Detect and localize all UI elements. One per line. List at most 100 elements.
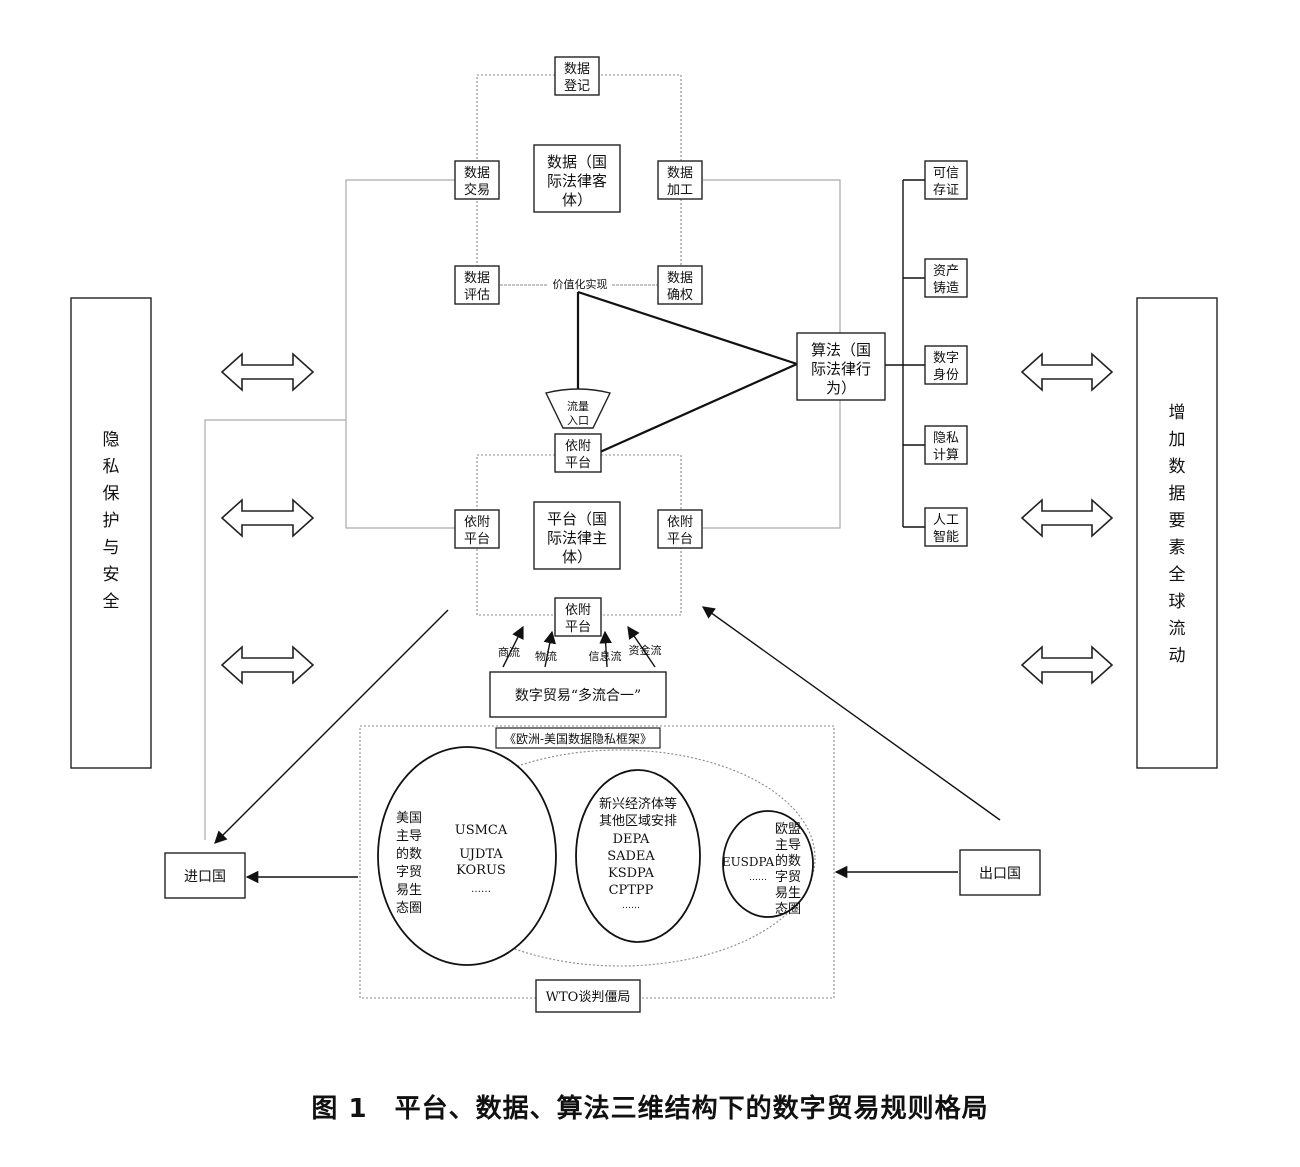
traffic-entry: 流量 入口 (544, 388, 612, 429)
algorithm-center: 算法（国 际法律行 为） (796, 332, 886, 401)
global-data-flow-panel: 增 加 数 据 要 素 全 球 流 动 (1136, 297, 1218, 769)
platform-left-line-2: 平台 (464, 532, 490, 547)
flow-char-4: 据 (1169, 484, 1186, 504)
eu-label-4: 字贸 (775, 870, 801, 885)
us-agreement-usmca: USMCA (455, 823, 508, 838)
data-rights-node: 数据 确权 (657, 265, 703, 305)
value-realization-label: 价值化实现 (548, 277, 612, 291)
platform-right-line-2: 平台 (667, 532, 693, 547)
eu-label-2: 主导 (775, 838, 801, 853)
platform-bottom-line-1: 依附 (565, 603, 591, 618)
wto-label-text: WTO谈判僵局 (546, 990, 631, 1005)
us-label-1: 美国 (396, 811, 422, 826)
algorithm-line-2: 际法律行 (811, 360, 871, 378)
importer-box: 进口国 (164, 852, 246, 899)
multi-flow-text: 数字贸易“多流合一” (515, 687, 641, 704)
eu-ecosystem: EUSDPA …… 欧盟 主导 的数 字贸 易生 态圈 (722, 810, 814, 918)
data-object-line-2: 际法律客 (547, 172, 607, 190)
eu-label-3: 的数 (775, 853, 801, 869)
privacy-computing-node: 隐私 计算 (924, 425, 968, 465)
data-processing-line-2: 加工 (667, 183, 693, 198)
flow-label-logistics: 物流 (535, 649, 557, 663)
us-ecosystem: 美国 主导 的数 字贸 易生 态圈 USMCA UJDTA KORUS …… (377, 746, 557, 966)
privacy-char-7: 全 (103, 592, 120, 612)
algorithm-line-1: 算法（国 (811, 341, 871, 359)
data-evaluation-node: 数据 评估 (454, 265, 500, 305)
multi-flow-box: 数字贸易“多流合一” (489, 671, 667, 718)
asset-minting-line-1: 资产 (933, 264, 959, 279)
framework-label-text: 《欧洲-美国数据隐私框架》 (504, 731, 652, 746)
privacy-char-3: 保 (103, 484, 120, 504)
privacy-computing-line-2: 计算 (933, 448, 959, 463)
eu-agreement-more: …… (749, 873, 767, 883)
eu-agreement-eusdpa: EUSDPA (722, 855, 775, 869)
us-label-4: 字贸 (396, 865, 422, 880)
platform-top-node: 依附 平台 (554, 433, 602, 473)
eu-label-1: 欧盟 (775, 822, 801, 837)
us-agreement-ujdta: UJDTA (459, 847, 503, 862)
double-arrows (220, 352, 1114, 685)
ai-line-1: 人工 (933, 513, 959, 528)
platform-left-line-1: 依附 (464, 515, 490, 530)
flow-arrows (502, 625, 656, 668)
traffic-entry-line-1: 流量 (567, 399, 589, 413)
algorithm-branch-tree (885, 179, 925, 528)
data-processing-line-1: 数据 (667, 166, 693, 181)
data-evaluation-line-2: 评估 (464, 288, 490, 303)
privacy-char-2: 私 (103, 457, 120, 477)
double-arrow-left-1 (220, 352, 315, 392)
flow-char-7: 全 (1169, 565, 1186, 585)
arrow-to-importer (214, 609, 449, 844)
platform-top-line-1: 依附 (565, 439, 591, 454)
trusted-evidence-node: 可信 存证 (924, 160, 968, 200)
digital-identity-line-2: 身份 (933, 367, 959, 383)
double-arrow-right-1 (1020, 352, 1114, 392)
digital-identity-line-1: 数字 (933, 351, 959, 366)
value-realization-text: 价值化实现 (553, 277, 608, 291)
us-agreement-korus: KORUS (456, 863, 506, 878)
framework-label: 《欧洲-美国数据隐私框架》 (495, 727, 661, 749)
double-arrow-right-3 (1020, 645, 1114, 685)
flow-labels: 商流 物流 信息流 资金流 (498, 643, 662, 663)
traffic-entry-line-2: 入口 (567, 414, 589, 427)
platform-right-line-1: 依附 (667, 515, 693, 530)
platform-right-node: 依附 平台 (657, 509, 703, 549)
value-triangle (576, 290, 798, 454)
flow-char-2: 加 (1169, 430, 1186, 450)
platform-bottom-line-2: 平台 (565, 620, 591, 635)
digital-identity-node: 数字 身份 (924, 345, 968, 385)
data-object-line-1: 数据（国 (547, 153, 607, 171)
emerging-agreement-ksdpa: KSDPA (608, 866, 655, 881)
data-registration-node: 数据 登记 (554, 56, 600, 96)
flow-label-information: 信息流 (589, 649, 622, 663)
emerging-agreement-more: …… (622, 901, 640, 911)
eu-label-6: 态圈 (775, 902, 801, 917)
data-object-center: 数据（国 际法律客 体） (533, 144, 621, 213)
ai-node: 人工 智能 (924, 507, 968, 547)
platform-bottom-node: 依附 平台 (554, 597, 602, 637)
privacy-char-4: 护 (103, 511, 120, 531)
trusted-evidence-line-2: 存证 (933, 183, 959, 198)
double-arrow-left-2 (220, 498, 315, 538)
emerging-agreement-cptpp: CPTPP (609, 883, 654, 898)
platform-subject-center: 平台（国 际法律主 体） (533, 501, 621, 570)
emerging-title-1: 新兴经济体等 (599, 796, 677, 812)
data-object-line-3: 体） (562, 191, 592, 209)
ai-line-2: 智能 (933, 530, 959, 545)
us-label-6: 态圈 (396, 901, 422, 916)
data-rights-line-2: 确权 (667, 287, 693, 303)
asset-minting-node: 资产 铸造 (924, 258, 968, 298)
us-label-5: 易生 (396, 883, 422, 898)
flow-char-5: 要 (1169, 511, 1186, 531)
data-rights-line-1: 数据 (667, 271, 693, 286)
privacy-security-panel: 隐 私 保 护 与 安 全 (70, 297, 152, 769)
privacy-char-1: 隐 (103, 430, 120, 450)
data-trading-line-1: 数据 (464, 166, 490, 181)
flow-char-8: 球 (1169, 592, 1186, 612)
flow-char-9: 流 (1169, 619, 1186, 639)
flow-char-10: 动 (1169, 646, 1186, 666)
figure-caption: 图 1 平台、数据、算法三维结构下的数字贸易规则格局 (311, 1094, 989, 1124)
flow-label-capital: 资金流 (629, 643, 662, 657)
flow-char-6: 素 (1169, 538, 1186, 558)
double-arrow-left-3 (220, 645, 315, 685)
